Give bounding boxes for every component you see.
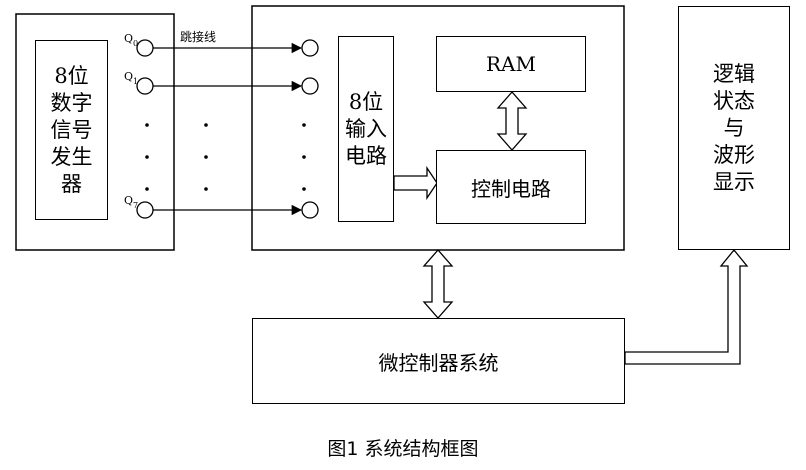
generator-label: 8位 数字 信号 发生 器 [50, 63, 93, 196]
ellipsis-dots [145, 123, 306, 191]
q7-subscript: 7 [133, 201, 139, 210]
figure-caption: 图1 系统结构框图 [327, 438, 479, 460]
q1-letter: Q [124, 70, 134, 83]
display-label: 逻辑 状态 与 波形 显示 [713, 61, 755, 194]
input-to-control-arrow [393, 165, 438, 201]
microcontroller-label: 微控制器系统 [378, 350, 499, 375]
q1-subscript: 1 [133, 77, 139, 86]
generator-block: 8位 数字 信号 发生 器 [35, 40, 108, 220]
q7-label: Q7 [124, 194, 139, 210]
jumper-label: 跳接线 [180, 30, 217, 44]
control-circuit-label: 控制电路 [471, 176, 551, 201]
q0-terminal [136, 39, 154, 57]
q1-terminal [136, 77, 154, 95]
input-circuit-label: 8位 输入 电路 [345, 89, 387, 168]
input-circuit-block: 8位 输入 电路 [338, 36, 394, 222]
q0-label: Q0 [124, 32, 139, 48]
in0-terminal [301, 39, 319, 57]
q0-letter: Q [124, 32, 134, 45]
mcu-to-display-arrow [624, 248, 749, 365]
q0-subscript: 0 [133, 39, 139, 48]
display-block: 逻辑 状态 与 波形 显示 [678, 6, 790, 250]
ram-label: RAM [486, 52, 536, 76]
q1-label: Q1 [124, 70, 139, 86]
q7-letter: Q [124, 194, 134, 207]
in7-terminal [301, 201, 319, 219]
ram-block: RAM [436, 36, 586, 92]
in1-terminal [301, 77, 319, 95]
frame-mcu-double-arrow [422, 249, 454, 319]
q7-terminal [136, 201, 154, 219]
control-circuit-block: 控制电路 [436, 150, 586, 224]
microcontroller-block: 微控制器系统 [252, 318, 625, 404]
